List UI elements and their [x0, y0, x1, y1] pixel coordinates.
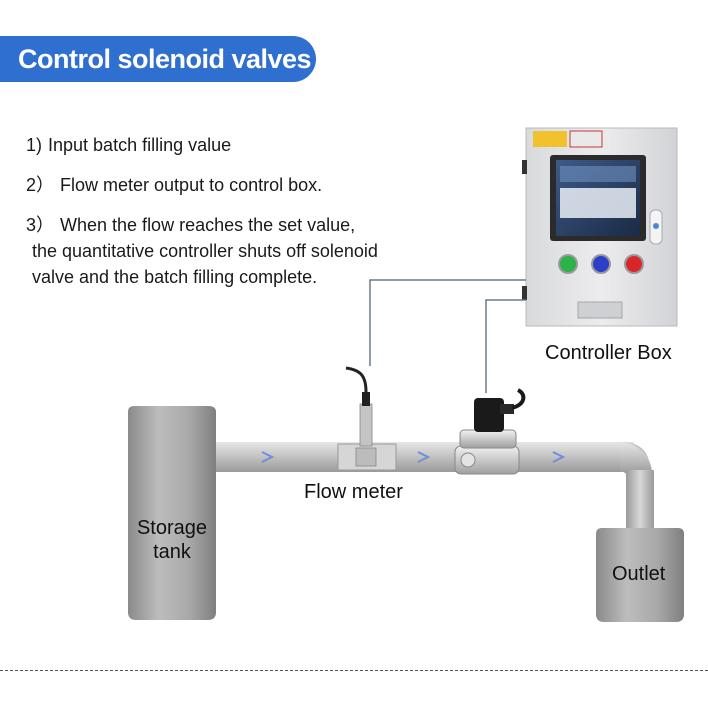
- solenoid-valve: [454, 388, 526, 475]
- flow-arrow-icon: [417, 451, 431, 463]
- storage-tank-label: Storage tank: [136, 517, 208, 563]
- step-3-line-2: the quantitative controller shuts off so…: [32, 241, 378, 261]
- controller-box: [522, 127, 678, 327]
- page-title: Control solenoid valves: [18, 44, 312, 74]
- step-1-text: Input batch filling value: [48, 135, 232, 155]
- step-2-text: Flow meter output to control box.: [60, 175, 323, 195]
- controller-box-label: Controller Box: [545, 342, 672, 364]
- step-2-number: 2）: [26, 175, 55, 195]
- storage-tank: [128, 406, 216, 620]
- red-button-icon: [624, 254, 644, 274]
- step-3-line-1: When the flow reaches the set value,: [60, 215, 356, 235]
- outlet-pipe: [626, 470, 654, 532]
- step-3: 3）When the flow reaches the set value, t…: [26, 212, 378, 290]
- step-3-line-3: valve and the batch filling complete.: [32, 267, 318, 287]
- flow-meter-label: Flow meter: [304, 481, 403, 503]
- flow-arrow-icon: [261, 451, 275, 463]
- green-button-icon: [558, 254, 578, 274]
- step-1-number: 1): [26, 135, 43, 155]
- main-pipe: [214, 442, 634, 472]
- flow-arrow-icon: [552, 451, 566, 463]
- step-2: 2）Flow meter output to control box.: [26, 172, 322, 198]
- flow-meter-device: [337, 366, 397, 471]
- bottom-divider: [0, 670, 708, 671]
- title-banner: Control solenoid valves: [0, 36, 316, 82]
- outlet-label: Outlet: [612, 563, 666, 585]
- blue-button-icon: [591, 254, 611, 274]
- step-3-number: 3）: [26, 215, 55, 235]
- step-1: 1)Input batch filling value: [26, 132, 231, 158]
- outlet-tank: [596, 528, 684, 622]
- signal-line-valve: [485, 299, 526, 393]
- signal-line-flowmeter: [369, 279, 526, 366]
